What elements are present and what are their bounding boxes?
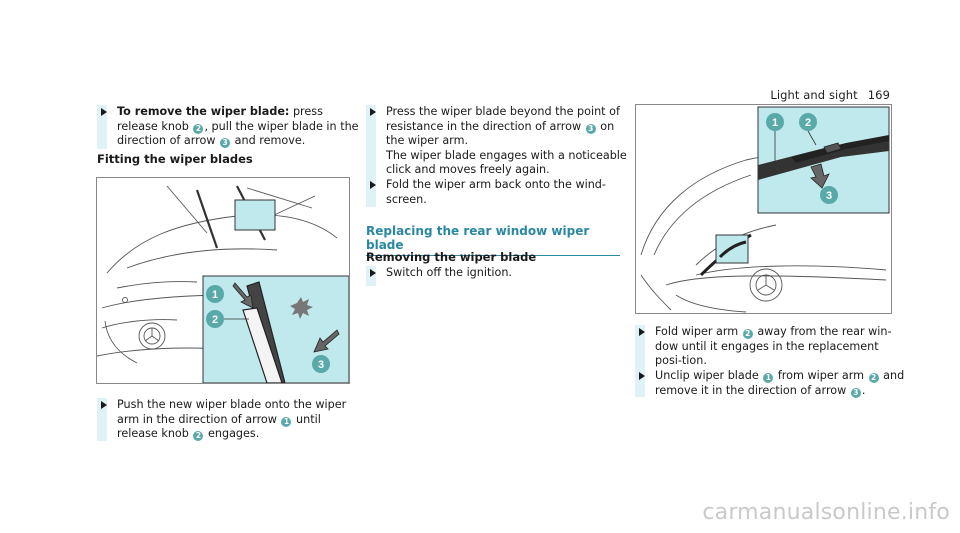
page-number: 169 — [867, 88, 890, 102]
callout-number: 2 — [193, 123, 204, 134]
step-arrow-icon — [370, 269, 376, 277]
step-press-wiper-blade: Press the wiper blade beyond the point o… — [366, 105, 636, 178]
figure-callout-1: 1 — [212, 289, 218, 301]
step-switch-off-ignition: Switch off the ignition. — [366, 266, 636, 286]
figure-callout-1: 1 — [772, 117, 778, 129]
figure-callout-2: 2 — [212, 314, 218, 326]
page-header: Light and sight 169 — [770, 88, 890, 102]
step-arrow-icon — [370, 181, 376, 189]
step-arrow-icon — [639, 372, 645, 380]
callout-number: 3 — [850, 387, 861, 398]
callout-number: 2 — [742, 329, 753, 339]
step-remove-wiper-blade: To remove the wiper blade: press release… — [97, 105, 365, 149]
car-front-illustration: 1 2 3 — [97, 185, 349, 383]
subheading-fitting: Fitting the wiper blades — [97, 152, 253, 166]
step-arrow-icon — [101, 401, 107, 409]
step-fold-rear-wiper-arm: Fold wiper arm 2 away from the rear win-… — [635, 325, 909, 369]
subheading-removing: Removing the wiper blade — [366, 250, 537, 264]
watermark: carmanualsonline.info — [702, 500, 950, 525]
figure-callout-3: 3 — [318, 359, 324, 371]
step-fold-wiper-arm: Fold the wiper arm back onto the wind-sc… — [366, 178, 636, 207]
chapter-title: Light and sight — [770, 88, 858, 102]
step-unclip-wiper-blade: Unclip wiper blade 1 from wiper arm 2 an… — [635, 369, 909, 398]
callout-number: 2 — [868, 373, 879, 383]
step-arrow-icon — [639, 328, 645, 336]
car-rear-illustration: 1 2 3 — [640, 106, 890, 313]
figure-callout-2: 2 — [805, 117, 811, 129]
callout-number: 2 — [193, 431, 204, 441]
callout-number: 3 — [220, 138, 231, 148]
figure-rear-wiper: 1 2 3 — [635, 104, 892, 314]
callout-number: 3 — [585, 123, 596, 134]
step-arrow-icon — [370, 108, 376, 116]
step-arrow-icon — [101, 108, 107, 116]
figure-callout-3: 3 — [826, 190, 832, 202]
section-heading-rear-wiper: Replacing the rear window wiper blade — [366, 224, 620, 256]
step-push-wiper-blade: Push the new wiper blade onto the wiper … — [97, 398, 365, 441]
callout-number: 1 — [763, 373, 774, 383]
callout-number: 1 — [281, 416, 292, 427]
figure-wiper-fitting: 1 2 3 — [96, 177, 350, 384]
